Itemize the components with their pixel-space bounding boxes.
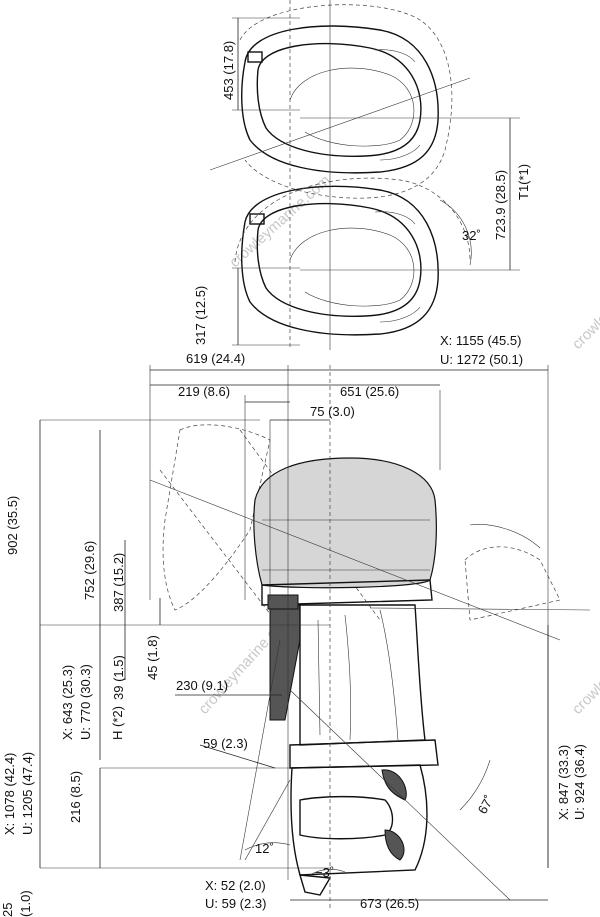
- dim-u59: U: 59 (2.3): [205, 896, 266, 911]
- dim-752: 752 (29.6): [82, 541, 97, 600]
- dim-u770: U: 770 (30.3): [78, 664, 93, 740]
- dim-75: 75 (3.0): [310, 404, 355, 419]
- dim-387: 387 (15.2): [111, 553, 126, 612]
- angle-32: 32˚: [462, 228, 481, 243]
- dim-219: 219 (8.6): [178, 384, 230, 399]
- top-view-cowl-upper: [239, 4, 453, 199]
- dim-25: 25: [0, 903, 15, 917]
- side-view-engine: [159, 424, 591, 896]
- dim-230: 230 (9.1): [176, 678, 228, 693]
- dim-59: 59 (2.3): [203, 736, 248, 751]
- dim-x847: X: 847 (33.3): [556, 745, 571, 820]
- dim-u1205: U: 1205 (47.4): [20, 752, 35, 835]
- watermarks: crowleymarine.com crowleymarine.com crow…: [195, 172, 600, 718]
- top-view-cowl-lower: [234, 177, 471, 336]
- dim-u1272: U: 1272 (50.1): [440, 352, 523, 367]
- watermark-4: crowleymarine.com: [569, 614, 600, 717]
- angle-12: 12˚: [255, 841, 274, 856]
- dim-453: 453 (17.8): [221, 41, 236, 100]
- dim-317: 317 (12.5): [193, 286, 208, 345]
- angle-minus-3: −3˚: [315, 865, 334, 880]
- dim-h2: H (*2): [110, 706, 125, 740]
- top-view-dimensions: 453 (17.8) 723.9 (28.5) T1(*1) 317 (12.5…: [193, 18, 531, 345]
- dim-t1: T1(*1): [516, 164, 531, 200]
- dim-x52: X: 52 (2.0): [205, 878, 266, 893]
- angle-67: 67˚: [475, 793, 497, 817]
- dim-216: 216 (8.5): [68, 771, 83, 823]
- dim-902: 902 (35.5): [5, 496, 20, 555]
- dim-1-0: (1.0): [18, 890, 33, 917]
- dim-x643: X: 643 (25.3): [60, 665, 75, 740]
- dim-673: 673 (26.5): [360, 896, 419, 911]
- dim-723-9: 723.9 (28.5): [493, 170, 508, 240]
- top-view-centerlines: [209, 0, 520, 350]
- dim-39: 39 (1.5): [111, 655, 126, 700]
- dim-45: 45 (1.8): [145, 635, 160, 680]
- dim-x1078: X: 1078 (42.4): [2, 753, 17, 835]
- dim-x1155: X: 1155 (45.5): [440, 333, 521, 348]
- dim-619: 619 (24.4): [186, 351, 245, 366]
- dim-651: 651 (25.6): [340, 384, 399, 399]
- dim-u924: U: 924 (36.4): [572, 744, 587, 820]
- watermark-3: crowleymarine.com: [569, 249, 600, 352]
